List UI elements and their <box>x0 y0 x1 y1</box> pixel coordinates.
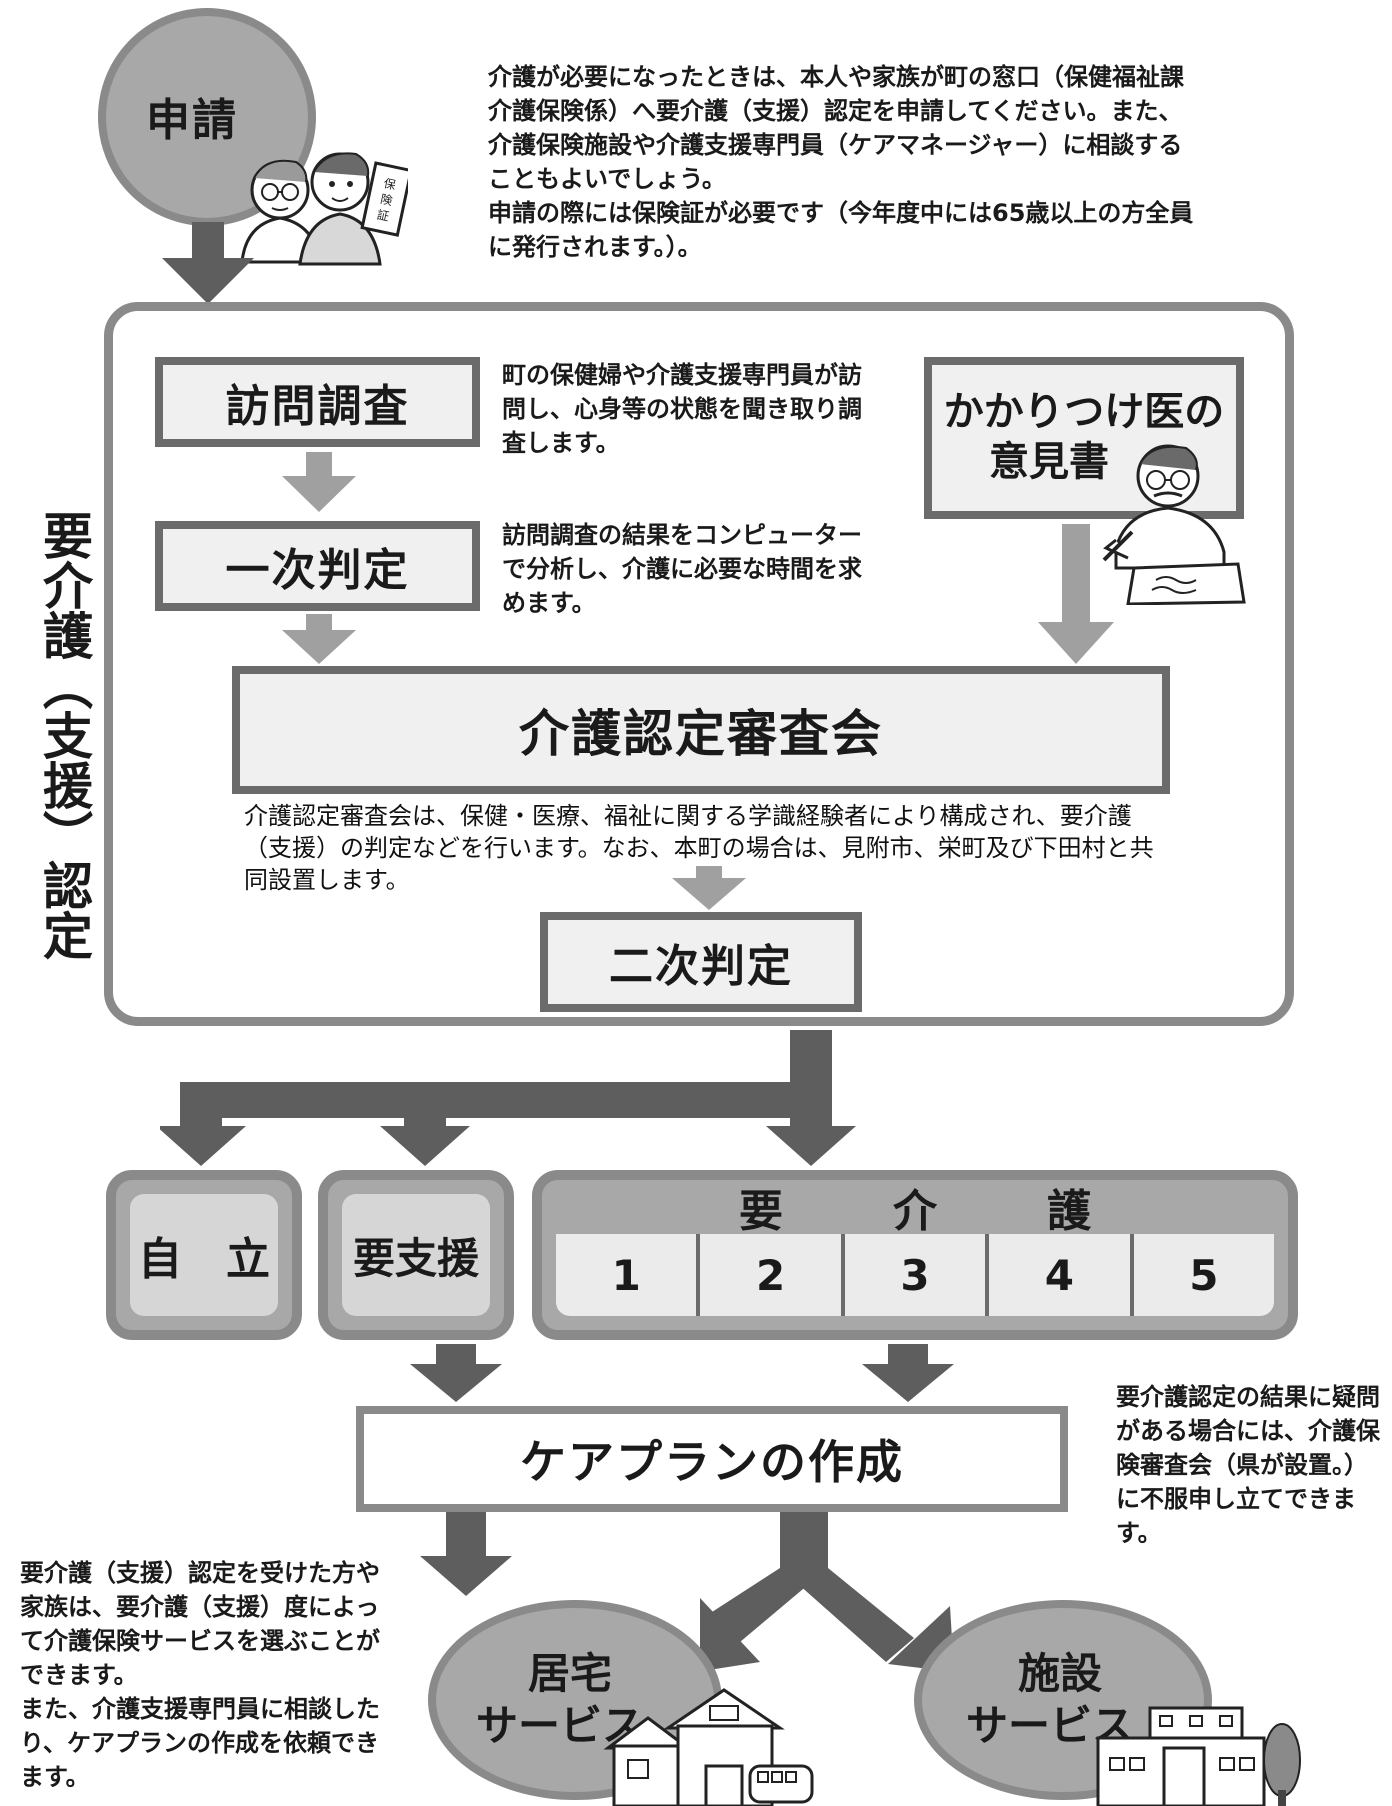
arrow-application-to-panel <box>162 222 254 304</box>
care-needed-header-1: 要 <box>739 1186 783 1237</box>
appeal-note: 要介護認定の結果に疑問がある場合には、介護保険審査会（県が設置。）に不服申し立て… <box>1116 1383 1380 1547</box>
facility-illustration <box>1096 1706 1301 1806</box>
facility-service-line1: 施設 <box>1018 1649 1103 1698</box>
care-level-5: 5 <box>1133 1234 1274 1316</box>
services-note: 要介護（支援）認定を受けた方や家族は、要介護（支援）度によって介護保険サービスを… <box>20 1559 380 1791</box>
arrow-doctor-to-committee <box>1038 524 1114 664</box>
care-needed-header-3: 護 <box>1047 1186 1091 1237</box>
arrow-primary-to-committee <box>282 614 356 664</box>
doctor-opinion-label-2: 意見書 <box>989 439 1109 485</box>
care-level-row: 1 2 3 4 5 <box>556 1234 1274 1316</box>
visit-survey-label: 訪問調査 <box>225 381 410 432</box>
doctor-opinion-label-1: かかりつけ医の <box>943 389 1225 435</box>
care-plan-box: ケアプランの作成 <box>356 1406 1068 1512</box>
support-needed-box: 要支援 <box>318 1170 514 1340</box>
arrow-careplan-fork <box>700 1512 954 1672</box>
arrow-support-to-careplan <box>410 1344 502 1402</box>
house-illustration <box>603 1688 814 1806</box>
insurance-card-text-2: 険 <box>379 192 394 208</box>
support-needed-label: 要支援 <box>352 1233 479 1283</box>
side-label-bottom: 認定 <box>35 860 93 960</box>
arrow-visit-to-primary <box>282 452 356 512</box>
care-needed-header: 要 介 護 <box>556 1180 1274 1237</box>
secondary-judgment-box: 二次判定 <box>540 912 862 1012</box>
branch-arrows <box>160 1030 856 1166</box>
care-needed-header-2: 介 <box>893 1186 937 1237</box>
insurance-card-text-1: 保 <box>382 176 397 192</box>
application-circle: 申請 <box>98 8 316 226</box>
primary-judgment-box: 一次判定 <box>155 521 480 611</box>
support-needed-inner: 要支援 <box>342 1194 490 1316</box>
side-label-top: 要介護 <box>35 510 93 660</box>
arrow-careplan-to-home <box>420 1512 512 1596</box>
arrow-committee-to-secondary <box>672 866 746 910</box>
independent-inner: 自 立 <box>130 1194 278 1316</box>
doctor-illustration <box>1102 444 1246 605</box>
applicants-illustration: 保 険 証 <box>240 152 408 266</box>
primary-judgment-description: 訪問調査の結果をコンピューターで分析し、介護に必要な時間を求めます。 <box>502 521 862 617</box>
independent-label: 自 立 <box>138 1234 270 1285</box>
application-description: 介護が必要になったときは、本人や家族が町の窓口（保健福祉課介護保険係）へ要介護（… <box>488 63 1194 261</box>
care-level-4: 4 <box>989 1234 1134 1316</box>
care-level-3: 3 <box>844 1234 990 1316</box>
committee-description: 介護認定審査会は、保健・医療、福祉に関する学識経験者により構成され、要介護（支援… <box>244 802 1154 894</box>
visit-survey-description: 町の保健婦や介護支援専門員が訪問し、心身等の状態を聞き取り調査します。 <box>502 361 862 457</box>
committee-label: 介護認定審査会 <box>519 705 883 763</box>
side-label-paren: （支援） <box>35 660 93 860</box>
application-label: 申請 <box>146 95 238 146</box>
insurance-card-text-3: 証 <box>376 208 391 224</box>
primary-judgment-label: 一次判定 <box>225 545 410 596</box>
facility-service-oval: 施設 サービス <box>914 1600 1212 1800</box>
care-level-2: 2 <box>700 1234 845 1316</box>
certification-side-label: 要介護 （支援） 認定 <box>34 510 94 960</box>
care-plan-label: ケアプランの作成 <box>520 1435 904 1489</box>
care-level-1: 1 <box>556 1234 701 1316</box>
home-service-line1: 居宅 <box>528 1649 613 1698</box>
visit-survey-box: 訪問調査 <box>155 357 480 447</box>
independent-box: 自 立 <box>106 1170 302 1340</box>
secondary-judgment-label: 二次判定 <box>609 941 793 992</box>
arrow-care-to-careplan <box>862 1344 954 1402</box>
care-needed-box: 要 介 護 1 2 3 4 5 <box>532 1170 1298 1340</box>
committee-box: 介護認定審査会 <box>232 666 1170 794</box>
